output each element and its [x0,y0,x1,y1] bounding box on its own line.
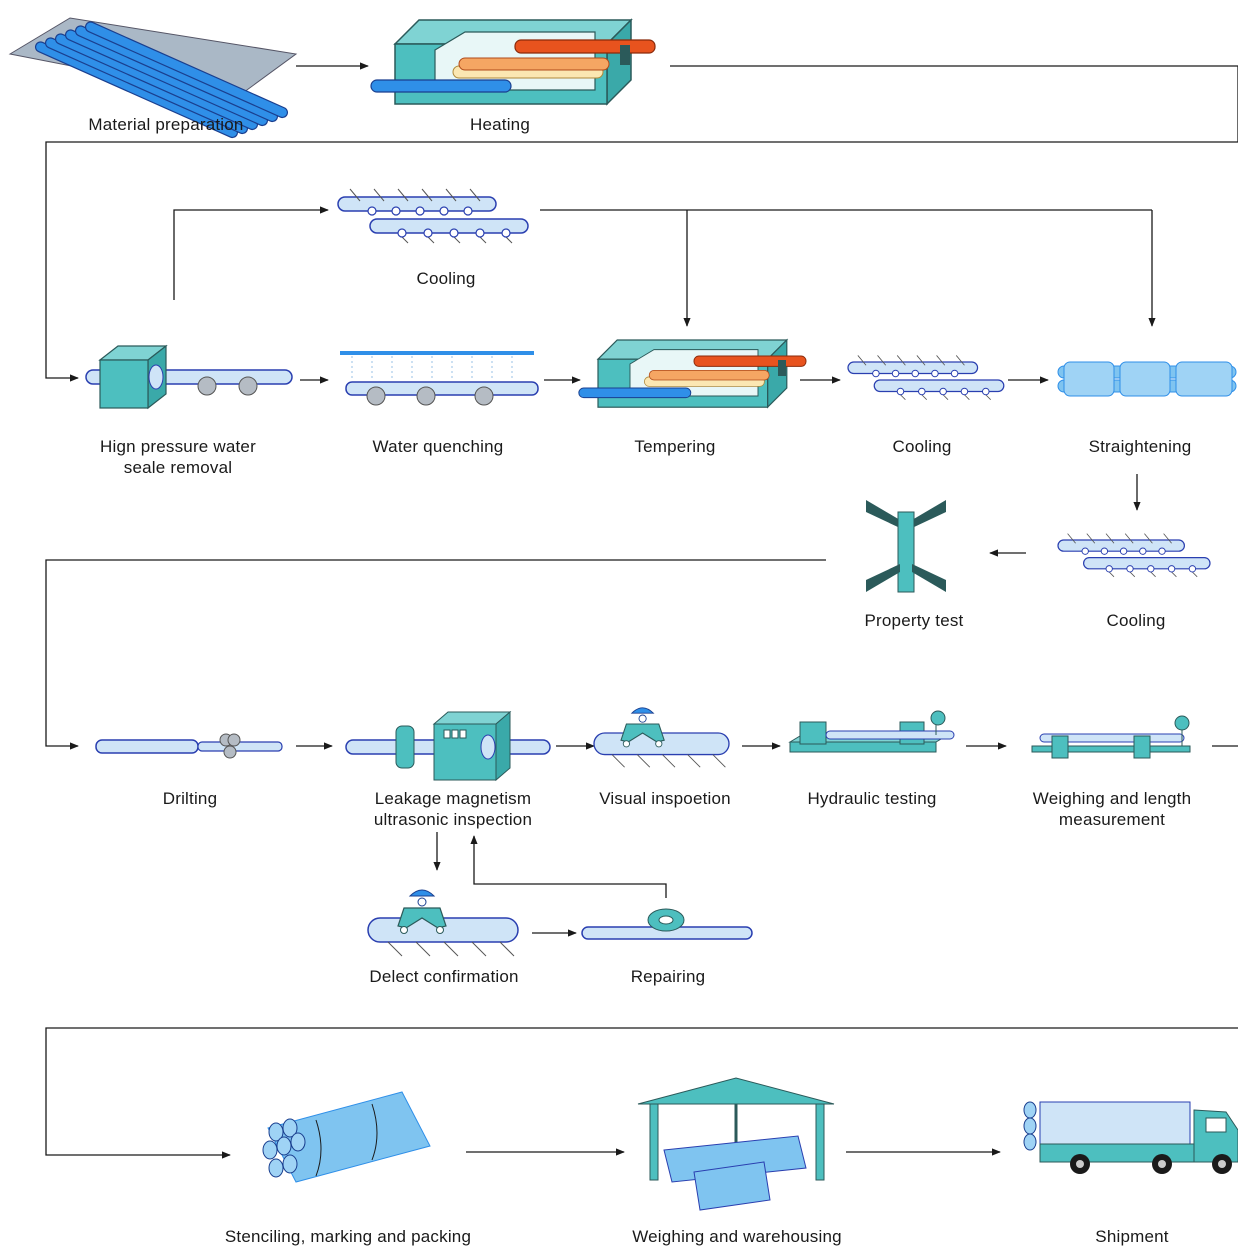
label-defect-confirmation: Delect confirmation [369,967,519,986]
label-descaling-line1: Hign pressure water [100,437,256,456]
label-leakage-inspection: Leakage magnetism ultrasonic inspection [350,788,556,830]
label-leakage-line1: Leakage magnetism [374,789,532,808]
label-cooling-right: Cooling [1106,611,1166,630]
label-warehousing: Weighing and warehousing [632,1227,842,1246]
scale-icon [1031,715,1191,759]
inspection-machine-icon [345,710,551,782]
straightener-icon [1057,361,1237,397]
label-weighing-line1: Weighing and length [1032,789,1192,808]
cooling-bed-icon [1057,532,1211,578]
label-cooling-mid: Cooling [892,437,952,456]
label-descaling-line2: seale removal [123,458,233,477]
pipe-bundle-icon [262,1091,431,1183]
label-tempering: Tempering [634,437,716,456]
label-straightening: Straightening [1088,437,1192,456]
descaler-icon [85,344,293,410]
label-weighing-line2: measurement [1058,810,1166,829]
label-material-preparation: Material preparation [88,115,244,134]
cooling-bed-icon [337,188,529,244]
label-visual-inspection: Visual inspoetion [599,789,731,808]
cooling-bed-icon [847,354,1005,401]
drill-icon [95,733,283,759]
label-shipment: Shipment [1095,1227,1169,1246]
label-property-test: Property test [864,611,964,630]
label-cooling-top: Cooling [416,269,476,288]
truck-icon [1023,1101,1238,1174]
label-hydraulic-testing: Hydraulic testing [807,789,937,808]
warehouse-icon [637,1077,835,1211]
pipe-stack-icon [8,17,298,139]
grinder-icon [581,908,753,940]
tensile-test-icon [866,500,946,593]
inspector-icon [593,707,730,768]
label-heating: Heating [470,115,530,134]
label-water-quenching: Water quenching [372,437,504,456]
quench-spray-icon [340,351,539,406]
furnace-icon [370,19,656,105]
label-drilting: Drilting [162,789,218,808]
inspector-icon [367,889,519,957]
label-leakage-line2: ultrasonic inspection [373,810,533,829]
label-weighing-length: Weighing and length measurement [1006,788,1218,830]
hydraulic-tester-icon [788,710,955,753]
label-stenciling: Stenciling, marking and packing [224,1227,472,1246]
label-descaling: Hign pressure water seale removal [60,436,296,478]
label-repairing: Repairing [630,967,706,986]
furnace-icon [578,339,807,408]
